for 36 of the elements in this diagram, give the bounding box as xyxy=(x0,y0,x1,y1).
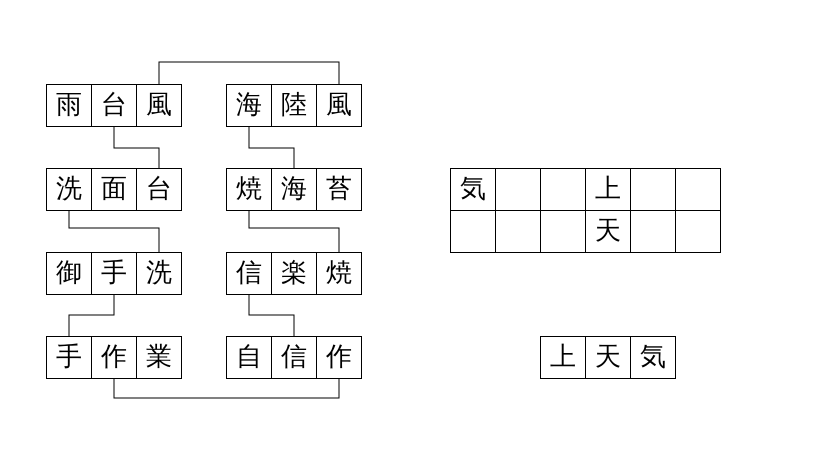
kanji-cell: 気 xyxy=(450,168,496,211)
connector-line xyxy=(158,62,340,84)
kanji-cell: 作 xyxy=(91,336,137,379)
kanji-cell: 苔 xyxy=(316,168,362,211)
connector-line xyxy=(68,294,114,336)
connector-line xyxy=(248,210,340,252)
kanji-cell: 焼 xyxy=(316,252,362,295)
kanji-cell: 信 xyxy=(226,252,272,295)
kanji-cell: 気 xyxy=(630,336,676,379)
kanji-cell: 陸 xyxy=(271,84,317,127)
kanji-cell: 台 xyxy=(91,84,137,127)
kanji-cell: 上 xyxy=(540,336,586,379)
connector-line xyxy=(114,378,340,398)
kanji-cell: 洗 xyxy=(46,168,92,211)
kanji-cell: 信 xyxy=(271,336,317,379)
kanji-cell: 洗 xyxy=(136,252,182,295)
connector-line xyxy=(248,294,294,336)
kanji-cell: 楽 xyxy=(271,252,317,295)
connector-line xyxy=(248,126,294,168)
kanji-cell: 焼 xyxy=(226,168,272,211)
kanji-cell: 海 xyxy=(271,168,317,211)
kanji-cell: 海 xyxy=(226,84,272,127)
kanji-cell: 業 xyxy=(136,336,182,379)
kanji-cell: 風 xyxy=(136,84,182,127)
kanji-cell: 風 xyxy=(316,84,362,127)
kanji-cell: 御 xyxy=(46,252,92,295)
kanji-cell: 作 xyxy=(316,336,362,379)
kanji-cell: 雨 xyxy=(46,84,92,127)
kanji-cell: 手 xyxy=(46,336,92,379)
connector-line xyxy=(114,126,160,168)
kanji-cell: 台 xyxy=(136,168,182,211)
connector-line xyxy=(68,210,160,252)
kanji-cell: 手 xyxy=(91,252,137,295)
kanji-cell: 自 xyxy=(226,336,272,379)
kanji-cell: 面 xyxy=(91,168,137,211)
kanji-cell: 天 xyxy=(585,336,631,379)
